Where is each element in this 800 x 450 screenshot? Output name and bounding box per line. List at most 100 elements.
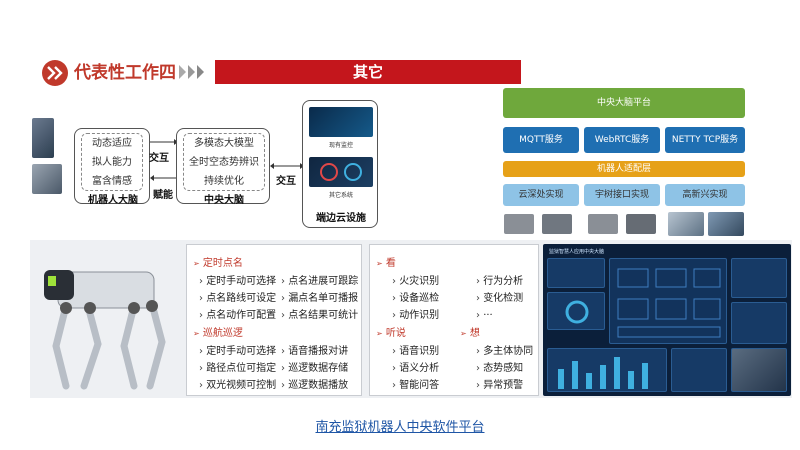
chevron-right-icon: › <box>392 310 400 321</box>
list-item: › 语音播报对讲 <box>281 346 349 357</box>
chevron-right-icon: › <box>476 293 484 304</box>
list-item: › 点名路线可设定 <box>199 293 277 304</box>
implementation-block: 云深处实现 <box>503 184 579 206</box>
chevron-right-icon: › <box>281 310 289 321</box>
dashboard-tile <box>547 292 605 330</box>
list-item: › 动作识别 <box>392 310 440 321</box>
perception-function-panel: ➢ 看 › 火灾识别 › 行为分析 › 设备巡检 › 变化检测 › 动作识别 ›… <box>369 244 539 396</box>
implementation-block: 高新兴实现 <box>665 184 745 206</box>
service-block: WebRTC服务 <box>584 127 660 153</box>
dashboard-chart-tile <box>547 348 667 392</box>
chevron-right-icon: › <box>199 310 207 321</box>
chevron-right-icon: › <box>199 363 207 374</box>
monitor-screen-2 <box>309 157 373 187</box>
central-brain-inner: 多模态大模型 全时空态势辨识 持续优化 <box>183 133 265 191</box>
screen-caption: 其它系统 <box>328 192 353 199</box>
chevron-right-icon: › <box>199 276 207 287</box>
chevron-right-icon: › <box>281 346 289 357</box>
implementation-block: 宇树接口实现 <box>584 184 660 206</box>
floor-plan-icon <box>617 268 721 338</box>
chevron-right-icon: › <box>281 293 289 304</box>
list-item: › 语音识别 <box>392 346 440 357</box>
section-header-look: ➢ 看 <box>376 255 396 272</box>
chevron-right-icon: › <box>476 310 484 321</box>
list-item: › 设备巡检 <box>392 293 440 304</box>
interact-label-left: 交互 <box>149 153 169 164</box>
dashboard-tile <box>731 302 787 344</box>
monitor-screen-1 <box>309 107 373 137</box>
chevron-right-icon: › <box>392 363 400 374</box>
robot-dog-thumb <box>626 214 656 234</box>
section-header-listen: ➢ 听说 <box>376 325 406 342</box>
robot-photo-2 <box>32 164 62 194</box>
list-item: › 态势感知 <box>476 363 524 374</box>
section-header-think: ➢ 想 <box>460 325 480 342</box>
central-brain-line: 持续优化 <box>204 176 244 187</box>
ring-gauge-icon <box>565 300 589 324</box>
central-brain-line: 多模态大模型 <box>194 138 254 149</box>
patrol-function-panel: ➢ 定时点名 › 定时手动可选择 › 点名进展可跟踪 › 点名路线可设定 › 漏… <box>186 244 362 396</box>
list-item: › 双光视频可控制 <box>199 380 277 391</box>
robot-brain-title: 机器人大脑 <box>88 195 138 206</box>
section-header-rollcall: ➢ 定时点名 <box>193 255 243 272</box>
chevron-right-icon: › <box>476 363 484 374</box>
service-block: NETTY TCP服务 <box>665 127 745 153</box>
central-platform-block: 中央大脑平台 <box>503 88 745 118</box>
list-item: › 巡逻数据播放 <box>281 380 349 391</box>
section-label: 定时点名 <box>202 258 243 269</box>
dashboard-tile <box>547 258 605 288</box>
triangle-bullet-icon: ➢ <box>460 329 467 338</box>
section-label: 想 <box>469 328 480 339</box>
list-item: › 巡逻数据存储 <box>281 363 349 374</box>
robot-photo-thumb <box>668 212 704 236</box>
double-chevron-icon <box>47 66 63 80</box>
dashboard-camera-tile <box>731 348 787 392</box>
chevron-right-icon: › <box>199 380 207 391</box>
chevron-right-icon: › <box>476 380 484 391</box>
robot-photo-thumb <box>708 212 744 236</box>
header-badge <box>42 60 68 86</box>
section-label: 看 <box>385 258 396 269</box>
triple-arrow-icon <box>179 65 204 79</box>
dashboard-tile <box>731 258 787 298</box>
edge-cloud-box: 现有监控 其它系统 端边云设施 <box>302 100 378 228</box>
empower-label: 赋能 <box>153 190 173 201</box>
robot-brain-line: 富含情感 <box>92 176 132 187</box>
central-brain-box: 多模态大模型 全时空态势辨识 持续优化 中央大脑 <box>176 128 270 206</box>
list-item: › 点名动作可配置 <box>199 310 277 321</box>
list-item: › ··· <box>476 310 493 321</box>
chevron-right-icon: › <box>392 293 400 304</box>
robot-dog-image <box>44 270 166 390</box>
list-item: › 智能问答 <box>392 380 440 391</box>
robot-dog-thumb <box>542 214 572 234</box>
chevron-right-icon: › <box>476 276 484 287</box>
chevron-right-icon: › <box>281 363 289 374</box>
robot-dog-thumb <box>588 214 618 234</box>
list-item: › 漏点名单可播报 <box>281 293 359 304</box>
section-title: 代表性工作四 <box>74 63 176 83</box>
list-item: › 点名结果可统计 <box>281 310 359 321</box>
robot-brain-inner: 动态适应 拟人能力 富含情感 <box>81 133 143 191</box>
section-header-patrol: ➢ 巡航巡逻 <box>193 325 243 342</box>
chevron-right-icon: › <box>281 276 289 287</box>
interact-label-right: 交互 <box>276 176 296 187</box>
list-item: › 定时手动可选择 <box>199 276 277 287</box>
robot-brain-box: 动态适应 拟人能力 富含情感 机器人大脑 <box>74 128 150 206</box>
list-item: › 语义分析 <box>392 363 440 374</box>
bar-chart-icon <box>558 357 648 389</box>
section-label: 听说 <box>385 328 406 339</box>
dashboard-title: 监狱智慧人应用中央大脑 <box>549 249 605 255</box>
central-brain-title: 中央大脑 <box>204 195 244 206</box>
edge-cloud-title: 端边云设施 <box>316 213 366 224</box>
arrow-right-connector <box>270 163 304 169</box>
section-label: 巡航巡逻 <box>202 328 243 339</box>
chevron-right-icon: › <box>392 380 400 391</box>
robot-dog-thumb <box>504 214 534 234</box>
triangle-bullet-icon: ➢ <box>376 259 383 268</box>
dashboard-tile <box>671 348 727 392</box>
list-item: › 定时手动可选择 <box>199 346 277 357</box>
chevron-right-icon: › <box>281 380 289 391</box>
section-banner: 其它 <box>215 60 521 84</box>
triangle-bullet-icon: ➢ <box>376 329 383 338</box>
list-item: › 火灾识别 <box>392 276 440 287</box>
